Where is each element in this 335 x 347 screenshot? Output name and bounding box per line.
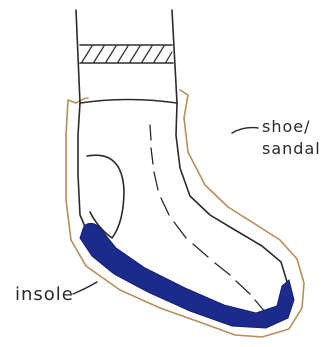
shoe-sandal-label: shoe/ sandal [262, 119, 321, 157]
sock-body-outline [78, 103, 288, 316]
sock-cuff-hatch [82, 46, 172, 62]
shoe-label-line1: shoe/ [262, 119, 321, 135]
shoe-leader-line [232, 128, 258, 133]
sock [76, 10, 288, 316]
sock-opening [80, 100, 177, 104]
sock-leg-right [172, 10, 177, 103]
insole-shape [80, 223, 294, 328]
sock-leg-left [76, 10, 80, 103]
insole-leader-line [73, 282, 97, 294]
insole-label: insole [15, 286, 74, 304]
shoe-label-line2: sandal [262, 141, 321, 157]
